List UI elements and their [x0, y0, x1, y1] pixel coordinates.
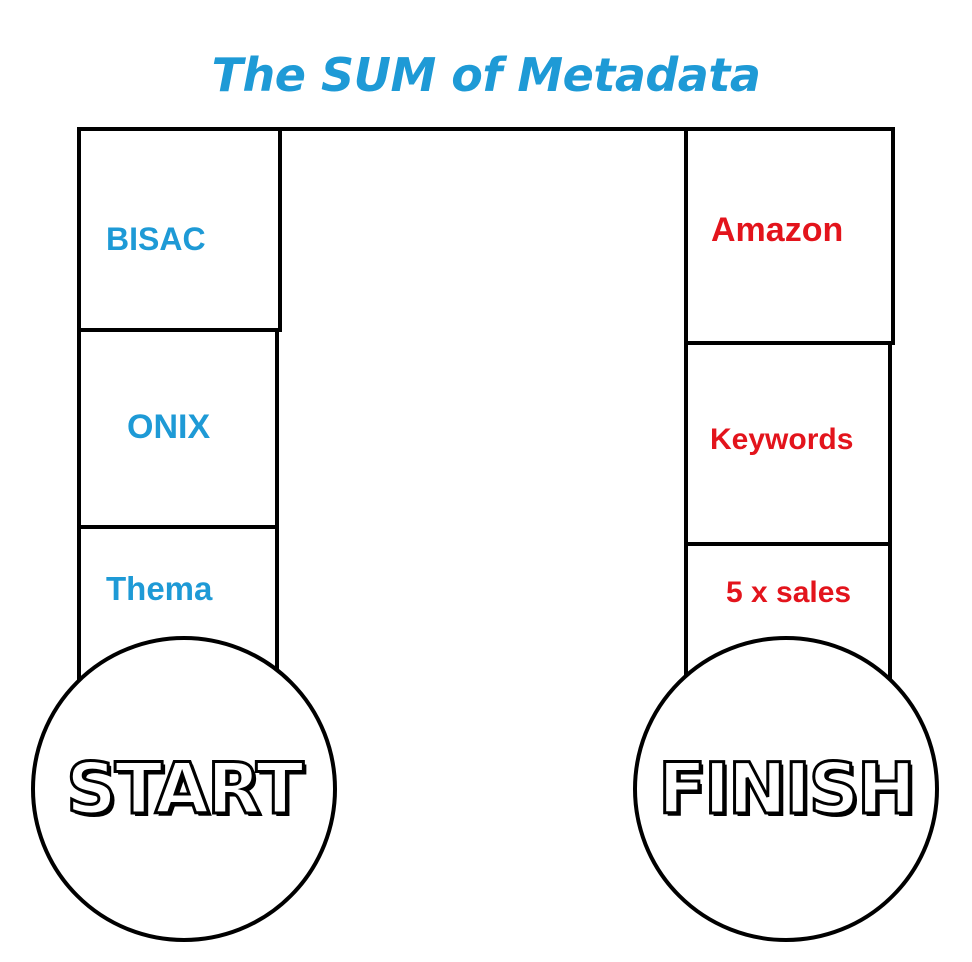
diagram-title: The SUM of Metadata: [211, 48, 761, 102]
step-box-bisac: BISAC: [77, 127, 282, 332]
step-label-thema: Thema: [106, 570, 213, 607]
step-box-keywords: Keywords: [684, 341, 892, 546]
step-box-amazon: Amazon: [684, 127, 895, 345]
step-label-onix: ONIX: [127, 408, 211, 446]
connector-bar: [77, 127, 895, 131]
finish-circle: FINISH: [633, 636, 939, 942]
step-box-onix: ONIX: [77, 328, 279, 529]
step-label-bisac: BISAC: [106, 221, 206, 257]
start-label: START: [65, 747, 305, 832]
step-label-amazon: Amazon: [711, 211, 844, 249]
step-label-sales: 5 x sales: [726, 576, 852, 609]
start-circle: START: [31, 636, 337, 942]
step-label-keywords: Keywords: [710, 423, 854, 456]
finish-label: FINISH: [657, 747, 917, 832]
